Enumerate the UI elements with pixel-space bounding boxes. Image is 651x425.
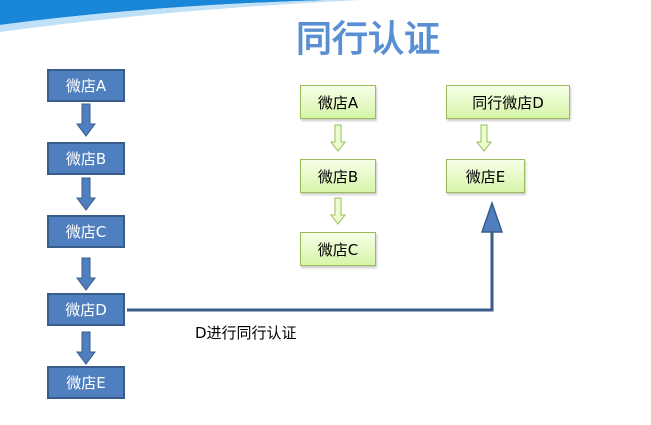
- left-node-c: 微店C: [47, 215, 125, 248]
- peer-node-e: 微店E: [446, 159, 525, 193]
- down-arrow-icon: [76, 331, 96, 365]
- left-node-a: 微店A: [47, 69, 125, 102]
- up-arrow-icon: [480, 200, 504, 233]
- right-node-c: 微店C: [300, 232, 376, 266]
- left-node-e: 微店E: [47, 366, 125, 399]
- down-arrow-icon: [329, 124, 347, 152]
- down-arrow-icon: [475, 124, 493, 152]
- right-node-a: 微店A: [300, 85, 376, 119]
- down-arrow-icon: [76, 257, 96, 291]
- left-node-b: 微店B: [47, 142, 125, 175]
- certification-note: D进行同行认证: [195, 324, 297, 342]
- header-swoosh: [0, 0, 330, 25]
- down-arrow-icon: [76, 177, 96, 211]
- page-title: 同行认证: [295, 19, 440, 60]
- peer-node-d: 同行微店D: [446, 85, 570, 119]
- down-arrow-icon: [329, 197, 347, 225]
- right-node-b: 微店B: [300, 159, 376, 193]
- down-arrow-icon: [76, 103, 96, 137]
- left-node-d: 微店D: [47, 293, 125, 326]
- certification-connector: [127, 230, 494, 312]
